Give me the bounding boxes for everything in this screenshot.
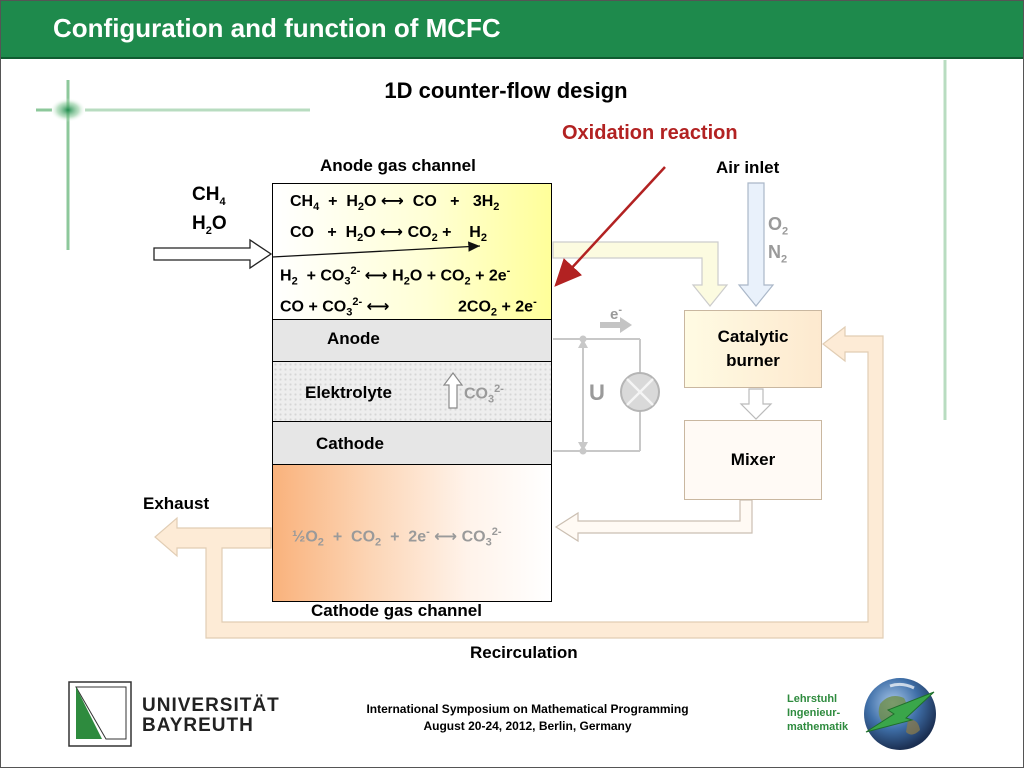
- reaction-steam-reforming: CH4 + H2O ⟷ CO + 3H2: [290, 193, 500, 214]
- conference-line2: August 20-24, 2012, Berlin, Germany: [423, 719, 632, 733]
- cathode-gas-channel: [272, 465, 552, 602]
- chair-line2: Ingenieur-: [787, 707, 841, 719]
- cathode-gas-channel-label: Cathode gas channel: [311, 601, 482, 620]
- ion-migration-arrow: [442, 372, 464, 409]
- diagram-subtitle: 1D counter-flow design: [384, 78, 628, 103]
- equilibrium-arrow-icon: ⟷: [380, 193, 404, 210]
- mixer-to-cathode-arrow: [554, 499, 753, 543]
- voltage-arrow-top-icon: [578, 339, 588, 348]
- university-name: UNIVERSITÄT BAYREUTH: [142, 696, 280, 736]
- recirculation-label: Recirculation: [470, 643, 578, 662]
- electrolyte-label: Elektrolyte: [305, 383, 392, 402]
- chair-line3: mathematik: [787, 721, 849, 733]
- chair-name: Lehrstuhl Ingenieur- mathematik: [787, 692, 848, 734]
- exhaust-label: Exhaust: [143, 494, 210, 513]
- university-logo-icon: [68, 681, 132, 747]
- load-lamp-icon: [620, 372, 660, 412]
- globe-logo-icon: [864, 678, 936, 750]
- slide-title: Configuration and function of MCFC: [53, 13, 501, 43]
- equilibrium-arrow-icon: ⟷: [380, 224, 404, 241]
- reaction-co-oxidation-products: 2CO2 + 2e-: [458, 296, 537, 319]
- inlet-ch4: CH4: [192, 184, 226, 208]
- anode-gas-channel: [272, 183, 552, 320]
- anode-inlet-arrow: [153, 238, 273, 270]
- anode-label: Anode: [327, 329, 380, 348]
- equilibrium-arrow-icon: ⟷: [434, 528, 458, 546]
- electron-label: e-: [610, 304, 623, 323]
- oxidation-pointer-arrow: [554, 166, 666, 287]
- equilibrium-arrow-icon: ⟷: [366, 298, 390, 316]
- conference-line1: International Symposium on Mathematical …: [366, 702, 689, 716]
- chair-line1: Lehrstuhl: [787, 693, 838, 705]
- electron-arrow: [600, 317, 632, 333]
- external-circuit: [553, 338, 641, 452]
- mixer-label: Mixer: [730, 450, 776, 469]
- mixer-box: Mixer: [684, 420, 822, 500]
- electrolyte-layer: [272, 362, 552, 422]
- conference-info: International Symposium on Mathematical …: [300, 701, 755, 735]
- voltage-label: U: [589, 380, 605, 405]
- ion-label: CO32-: [464, 383, 504, 406]
- anode-outlet-arrow: [552, 241, 729, 307]
- equilibrium-arrow-icon: ⟷: [364, 267, 388, 285]
- anode-gas-channel-label: Anode gas channel: [320, 156, 476, 175]
- cathode-layer: [272, 422, 552, 465]
- university-line2: BAYREUTH: [142, 715, 254, 736]
- reaction-hydrogen-oxidation: H2 + CO32- ⟷ H2O + CO2 + 2e-: [280, 265, 511, 288]
- inlet-h2o: H2O: [192, 213, 227, 237]
- anode-layer: [272, 320, 552, 362]
- air-inlet-label: Air inlet: [716, 158, 780, 177]
- oxidation-reaction-label: Oxidation reaction: [562, 122, 738, 144]
- voltage-arrow-bottom-icon: [578, 442, 588, 451]
- reaction-water-gas-shift: CO + H2O ⟷ CO2 + H2: [290, 224, 487, 245]
- fuel-flow-line: [271, 241, 481, 258]
- cathode-label: Cathode: [316, 434, 384, 453]
- reaction-cathode: ½O2 + CO2 + 2e- ⟷ CO32-: [292, 526, 502, 549]
- air-inlet-arrow: [737, 182, 775, 307]
- title-bar: Configuration and function of MCFC: [1, 1, 1023, 59]
- catalytic-burner-label: Catalytic burner: [717, 327, 789, 370]
- air-n2: N2: [768, 242, 788, 266]
- burner-to-mixer-arrow: [739, 388, 773, 420]
- catalytic-burner-box: Catalytic burner: [684, 310, 822, 388]
- reaction-co-oxidation: CO + CO32- ⟷: [280, 296, 390, 319]
- university-line1: UNIVERSITÄT: [142, 695, 280, 716]
- recirculation-arrow: [154, 325, 884, 639]
- air-o2: O2: [768, 214, 789, 238]
